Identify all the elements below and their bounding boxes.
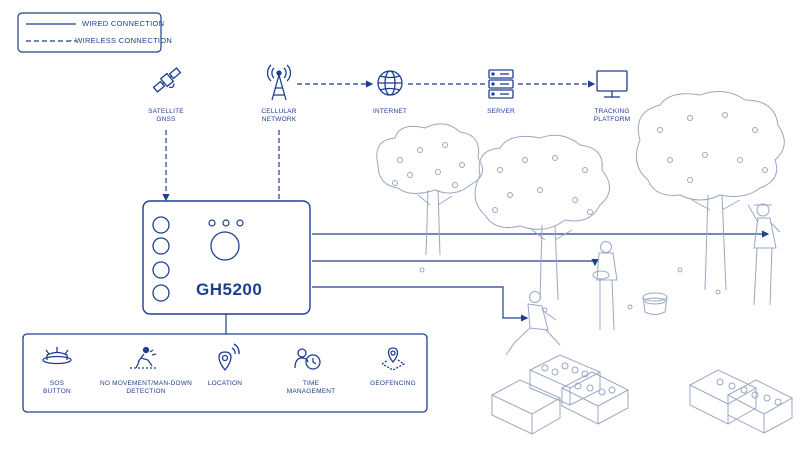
tree-middle: [474, 134, 610, 301]
monitor-icon: [596, 70, 628, 98]
features-box: [22, 333, 428, 413]
device-led-3: [236, 219, 244, 227]
device-button-2: [152, 237, 170, 255]
device-button-3: [152, 261, 170, 279]
crates-left: [490, 354, 630, 435]
tree-left: [376, 123, 483, 256]
worker-left: [505, 291, 561, 356]
sos-button-icon: [42, 347, 72, 365]
location-pin-icon: [218, 343, 240, 372]
globe-icon: [377, 70, 403, 96]
gh5200-device: [142, 200, 311, 315]
tree-right: [635, 90, 785, 291]
device-main-button: [210, 231, 240, 261]
satellite-icon: [152, 67, 182, 93]
device-name: GH5200: [196, 280, 263, 299]
device-led-1: [208, 219, 216, 227]
wireless-connections: [162, 80, 596, 202]
wired-link-worker-middle: [312, 259, 599, 267]
device-button-1: [152, 216, 170, 234]
wired-connections: [225, 230, 770, 334]
crates-right: [688, 369, 794, 434]
legend-box: [17, 12, 162, 53]
feature-geofencing-label: GEOFENCING: [370, 380, 416, 387]
cell-tower-icon: [266, 64, 292, 101]
legend-wireless-label: - WIRELESS CONNECTION: [70, 36, 173, 45]
device-led-2: [222, 219, 230, 227]
legend-wired-label: WIRED CONNECTION: [82, 19, 165, 28]
feature-location-label: LOCATION: [207, 380, 243, 387]
orchard-illustration: [376, 90, 794, 435]
server-icon: [488, 69, 514, 99]
worker-right: [747, 203, 781, 306]
basket-ground: [642, 292, 668, 315]
man-down-icon: [130, 346, 158, 369]
clock-person-icon: [294, 348, 321, 370]
device-button-4: [152, 284, 170, 302]
server-label: SERVER: [487, 108, 515, 115]
worker-middle: [592, 241, 618, 331]
internet-label: INTERNET: [372, 108, 408, 115]
wired-link-worker-left: [312, 286, 529, 322]
geofence-icon: [381, 347, 406, 371]
